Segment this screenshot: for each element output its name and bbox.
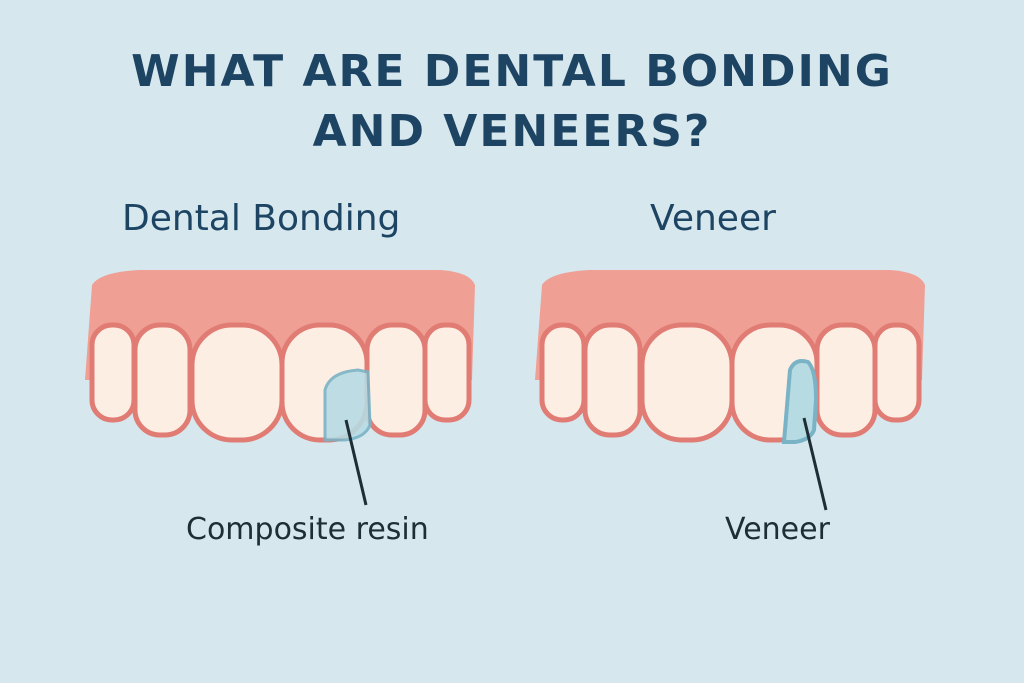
veneer-teeth	[535, 270, 925, 511]
tooth	[189, 322, 285, 443]
tooth	[132, 322, 193, 438]
callout-line	[344, 419, 368, 506]
bonding-heading: Dental Bonding	[122, 198, 401, 239]
composite-resin-label: Composite resin	[186, 512, 429, 547]
veneer-shell	[781, 359, 819, 444]
tooth	[639, 322, 735, 443]
tooth	[89, 322, 137, 423]
title-line-1: WHAT ARE DENTAL BONDING	[131, 46, 893, 97]
veneer-heading: Veneer	[650, 198, 776, 239]
composite-resin-area	[323, 368, 372, 442]
veneer-label: Veneer	[725, 512, 830, 547]
bonding-teeth	[85, 270, 475, 506]
tooth	[539, 322, 587, 423]
callout-line	[802, 417, 828, 511]
tooth	[364, 322, 428, 438]
tooth	[872, 322, 922, 423]
tooth	[582, 322, 643, 438]
tooth	[814, 322, 878, 438]
title-line-2: AND VENEERS?	[312, 106, 712, 157]
tooth	[422, 322, 472, 423]
